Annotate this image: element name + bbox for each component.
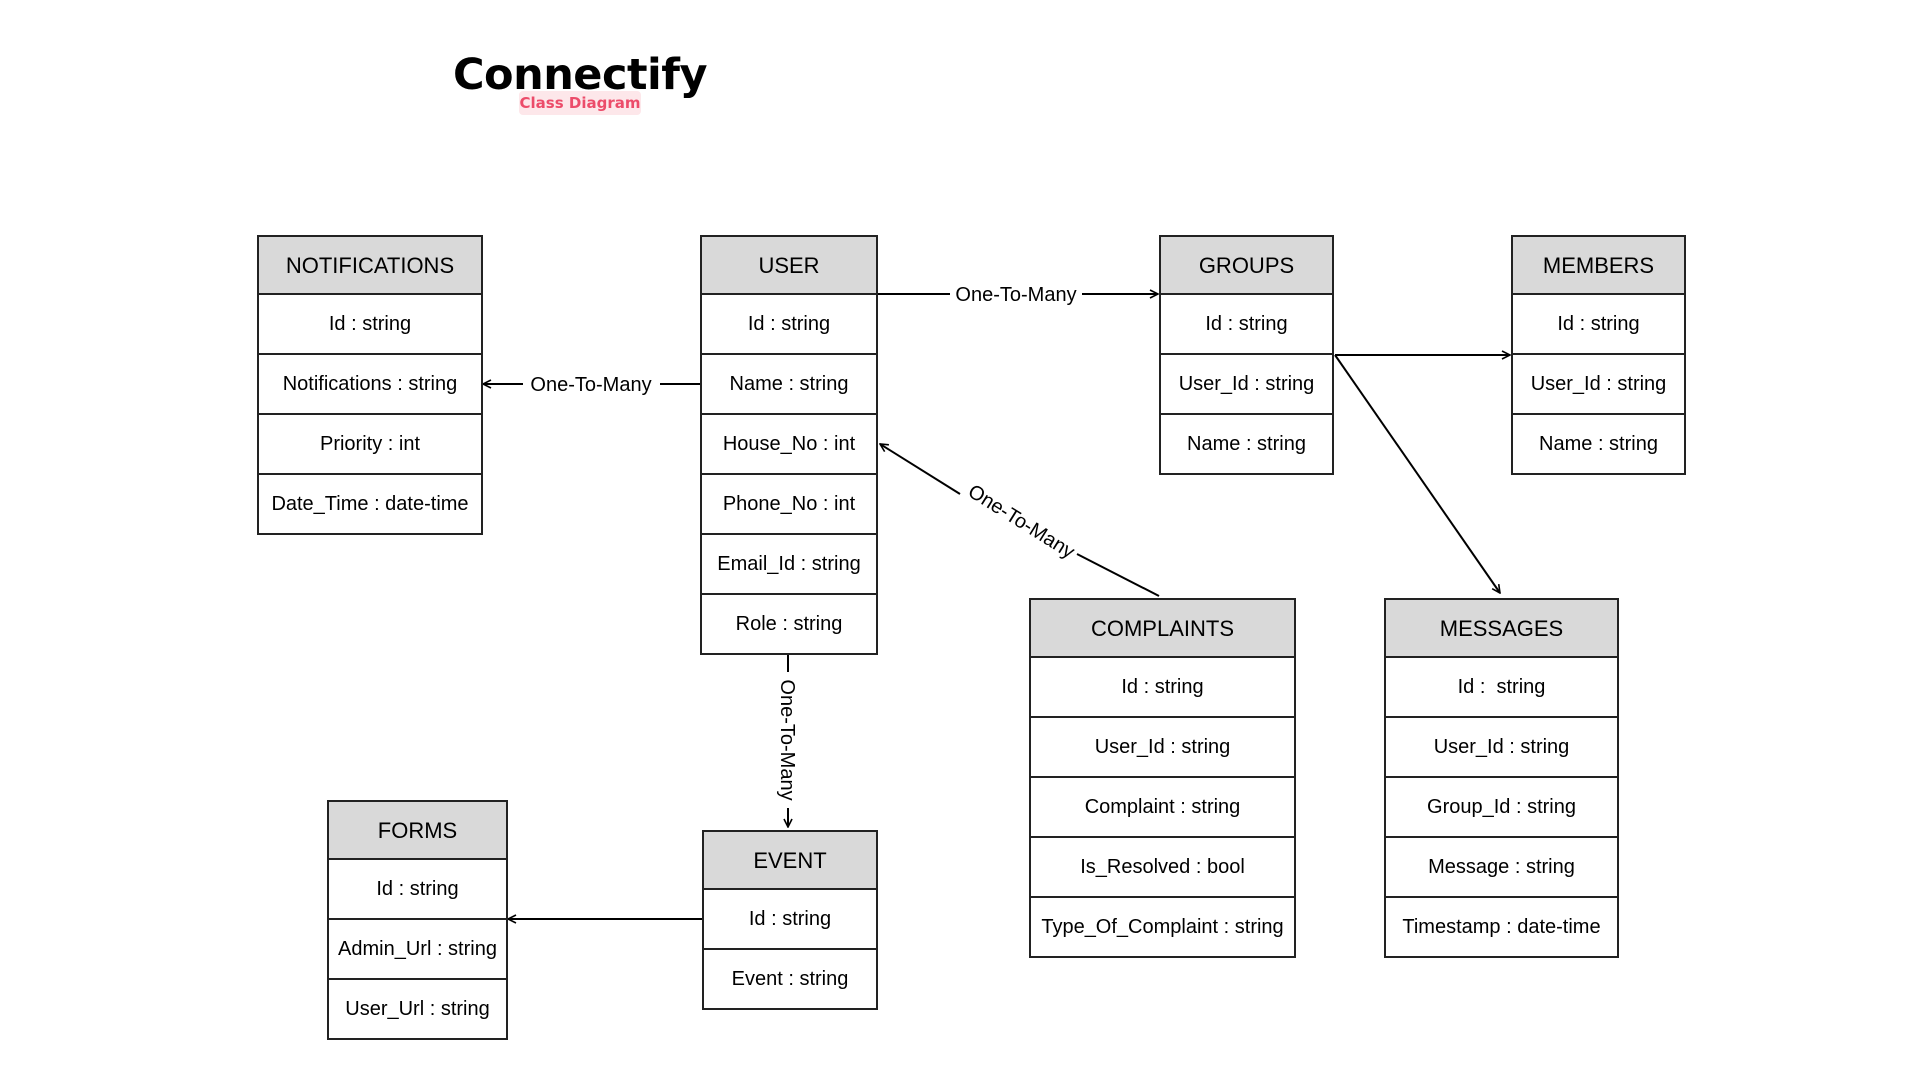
complaints-class[interactable]: COMPLAINTS Id : string User_Id : string …: [1029, 598, 1296, 958]
forms-field: Id : string: [329, 860, 506, 920]
messages-field: Group_Id : string: [1386, 778, 1617, 838]
edge-groups-messages: [1334, 354, 1500, 593]
edge-label-user-notifications: One-To-Many: [530, 374, 651, 396]
complaints-field: User_Id : string: [1031, 718, 1294, 778]
groups-class-name: GROUPS: [1161, 237, 1332, 295]
edge-label-complaints-user: One-To-Many: [964, 480, 1078, 563]
notifications-field: Date_Time : date-time: [271, 493, 469, 515]
event-class-name: EVENT: [704, 832, 876, 890]
edge-user-notifications: One-To-Many: [483, 374, 700, 396]
groups-class[interactable]: GROUPS Id : string User_Id : string Name…: [1159, 235, 1334, 475]
notifications-class-name: NOTIFICATIONS: [259, 237, 481, 295]
messages-field: Timestamp : date-time: [1402, 916, 1601, 938]
members-field: Name : string: [1539, 433, 1658, 455]
user-field: House_No : int: [702, 415, 876, 475]
notifications-field: Id : string: [259, 295, 481, 355]
groups-field: User_Id : string: [1161, 355, 1332, 415]
edge-label-user-groups: One-To-Many: [955, 284, 1076, 306]
user-class-name: USER: [702, 237, 876, 295]
messages-class-name: MESSAGES: [1386, 600, 1617, 658]
complaints-field: Type_Of_Complaint : string: [1041, 916, 1284, 938]
members-field: Id : string: [1513, 295, 1684, 355]
notifications-field: Priority : int: [259, 415, 481, 475]
notifications-class[interactable]: NOTIFICATIONS Id : string Notifications …: [257, 235, 483, 535]
messages-field: User_Id : string: [1386, 718, 1617, 778]
edge-label-user-event: One-To-Many: [776, 679, 798, 800]
edge-complaints-user: One-To-Many: [880, 444, 1160, 597]
user-field: Name : string: [702, 355, 876, 415]
user-field: Id : string: [702, 295, 876, 355]
forms-field: User_Url : string: [345, 998, 490, 1020]
complaints-field: Is_Resolved : bool: [1031, 838, 1294, 898]
members-class-name: MEMBERS: [1513, 237, 1684, 295]
complaints-field: Id : string: [1031, 658, 1294, 718]
groups-field: Name : string: [1187, 433, 1306, 455]
groups-field: Id : string: [1161, 295, 1332, 355]
diagram-subtitle-badge: Class Diagram: [519, 91, 641, 115]
members-field: User_Id : string: [1513, 355, 1684, 415]
edge-user-event: One-To-Many: [776, 655, 798, 827]
user-field: Role : string: [735, 613, 843, 635]
complaints-class-name: COMPLAINTS: [1031, 600, 1294, 658]
forms-field: Admin_Url : string: [329, 920, 506, 980]
complaints-field: Complaint : string: [1031, 778, 1294, 838]
members-class[interactable]: MEMBERS Id : string User_Id : string Nam…: [1511, 235, 1686, 475]
user-field: Email_Id : string: [702, 535, 876, 595]
user-class[interactable]: USER Id : string Name : string House_No …: [700, 235, 878, 655]
event-field: Event : string: [731, 968, 849, 990]
messages-class[interactable]: MESSAGES Id : string User_Id : string Gr…: [1384, 598, 1619, 958]
event-field: Id : string: [704, 890, 876, 950]
event-class[interactable]: EVENT Id : string Event : string: [702, 830, 878, 1010]
user-field: Phone_No : int: [702, 475, 876, 535]
forms-class[interactable]: FORMS Id : string Admin_Url : string Use…: [327, 800, 508, 1040]
messages-field: Message : string: [1386, 838, 1617, 898]
forms-class-name: FORMS: [329, 802, 506, 860]
edge-user-groups: One-To-Many: [878, 284, 1158, 306]
notifications-field: Notifications : string: [259, 355, 481, 415]
messages-field: Id : string: [1386, 658, 1617, 718]
